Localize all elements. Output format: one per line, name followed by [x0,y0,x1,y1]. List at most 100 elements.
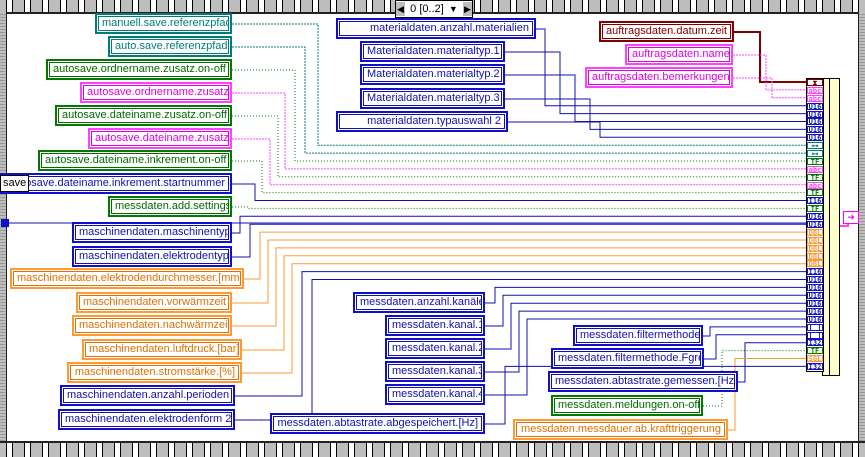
wire[interactable] [232,206,806,209]
wire[interactable] [703,326,806,337]
constant-label[interactable]: messdaten.kanal.3 [385,361,485,382]
bundle-terminal[interactable]: I16 [807,197,823,205]
wire[interactable] [505,98,806,130]
wire[interactable] [485,286,806,304]
bundle-terminal[interactable]: abc [807,165,823,173]
bundle-terminal[interactable]: ⊶ [807,142,823,150]
constant-label[interactable]: Materialdaten.materialtyp.1 [360,41,505,62]
bundle-terminal[interactable]: U16 [807,292,823,300]
bundle-terminal[interactable]: abc [807,181,823,189]
wire[interactable] [505,51,806,115]
wire[interactable] [703,350,806,407]
wire[interactable] [232,46,806,154]
bundle-terminal[interactable]: U16 [807,299,823,307]
bundle-terminal[interactable]: TF [807,189,823,197]
constant-label[interactable]: messdaten.messdauer.ab.krafttriggerung [513,419,728,440]
bundle-terminal[interactable]: U16 [807,315,823,323]
constant-label[interactable]: auftragsdaten.bemerkungen [585,67,733,88]
constant-label[interactable]: maschinendaten.elektrodendurchmesser.[mm… [10,268,244,289]
decrement-arrow-icon[interactable]: ◀ [396,2,405,16]
constant-label[interactable]: messdaten.kanal.1 [385,315,485,336]
constant-label[interactable]: materialdaten.anzahl.materialien [336,18,536,39]
constant-label[interactable]: autosave.dateiname.zusatz.on-off [55,105,232,126]
bundle-terminal[interactable]: U16 [807,102,823,110]
bundle-terminal[interactable]: TF [807,347,823,355]
wire[interactable] [232,223,806,258]
bundle-terminal[interactable]: U16 [807,213,823,221]
constant-label[interactable]: Materialdaten.materialtyp.3 [360,88,505,109]
constant-label[interactable]: messdaten.abtastrate.gemessen.[Hz] [548,371,738,392]
constant-label[interactable]: messdaten.filtermethode.Fgrenz [551,348,704,369]
wire[interactable] [485,294,806,327]
bundle-terminal[interactable]: [ ] [807,323,823,331]
wire[interactable] [508,121,806,138]
wire[interactable] [232,138,806,186]
constant-label[interactable]: auftragsdaten.name [625,44,733,65]
wire[interactable] [733,77,806,99]
bundle-terminal[interactable]: ⊶ [807,150,823,158]
wire[interactable] [485,310,806,373]
bundle-terminal[interactable]: DBL [807,228,823,236]
wire[interactable] [232,160,806,194]
wire[interactable] [536,28,806,107]
constant-label[interactable]: osave.dateiname.inkrement.startnummer [0,173,232,194]
constant-label[interactable]: maschinendaten.vorwärmzeit [76,292,232,313]
constant-label[interactable]: messdaten.abtastrate.abgespeichert.[Hz] [270,413,485,434]
bundle-terminal[interactable]: U16 [807,126,823,134]
wire[interactable] [728,358,806,431]
wire[interactable] [235,271,806,397]
bundle-terminal[interactable]: TF [807,173,823,181]
constant-label[interactable]: maschinendaten.maschinentyp [72,222,232,243]
bundle-terminal[interactable]: U16 [807,118,823,126]
bundle-terminal[interactable]: I32 [807,339,823,347]
bundle-terminal[interactable]: TF [807,205,823,213]
constant-label[interactable]: messdaten.meldungen.on-off [551,395,703,416]
constant-label[interactable]: maschinendaten.stromstärke.[%] [67,362,242,383]
constant-label[interactable]: maschinendaten.anzahl.perioden [60,385,235,406]
tunnel-terminal[interactable] [1,219,9,227]
constant-label[interactable]: messdaten.add.settings [108,196,232,217]
case-selector[interactable]: ◀ 0 [0..2] ▼ ▶ [395,0,473,18]
constant-label[interactable]: messdaten.kanal.2 [385,338,485,359]
wire[interactable] [704,334,806,360]
bundle-terminal[interactable]: DBL [807,244,823,252]
wire[interactable] [232,247,806,327]
bundle-terminal[interactable]: abc [807,86,823,94]
constant-label[interactable]: autosave.dateiname.zusatz [88,128,232,149]
output-tunnel-arrow-icon[interactable]: ➜ [843,211,859,224]
bundle-terminal[interactable]: I32 [807,363,823,371]
constant-label[interactable]: auto.save.referenzpfad [108,36,232,57]
bundle-terminal[interactable]: U16 [807,134,823,142]
bundle-terminal[interactable]: DBL [807,236,823,244]
bundle-terminal[interactable]: abc [807,94,823,102]
wire[interactable] [232,215,806,234]
bundle-terminal[interactable]: SGL [807,355,823,363]
bundle-terminal[interactable]: U16 [807,110,823,118]
wire[interactable] [232,92,806,170]
bundle-terminal[interactable]: U16 [807,307,823,315]
wire[interactable] [244,231,806,280]
constant-label[interactable]: messdaten.anzahl.kanäle [353,292,485,313]
constant-label[interactable]: materialdaten.typauswahl 2 [336,111,508,132]
bundle-terminal[interactable]: [ ] [807,331,823,339]
bundle-terminal[interactable]: TF [807,157,823,165]
wire[interactable] [232,183,806,201]
wire[interactable] [738,342,806,383]
bundle-terminal[interactable]: U16 [807,276,823,284]
constant-label[interactable]: maschinendaten.luftdruck.[bar] [82,339,242,360]
constant-label[interactable]: auftragsdaten.datum.zeit [599,21,734,42]
wire[interactable] [485,318,806,396]
constant-label[interactable]: autosave.ordnername.zusatz [80,82,232,103]
constant-label[interactable]: manuell.save.referenzpfad [95,13,232,34]
wire[interactable] [505,74,806,122]
constant-label[interactable]: maschinendaten.nachwärmzeit [72,315,232,336]
wire[interactable] [734,31,806,83]
constant-label[interactable]: autosave.ordnername.zusatz.on-off [46,59,232,80]
constant-label[interactable]: messdaten.kanal.4 [385,384,485,405]
dropdown-arrow-icon[interactable]: ▼ [448,4,458,14]
constant-label[interactable]: Materialdaten.materialtyp.2 [360,64,505,85]
wire[interactable] [242,255,806,351]
constant-label[interactable]: autosave.dateiname.inkrement.on-off [38,150,232,171]
wire[interactable] [235,279,806,421]
